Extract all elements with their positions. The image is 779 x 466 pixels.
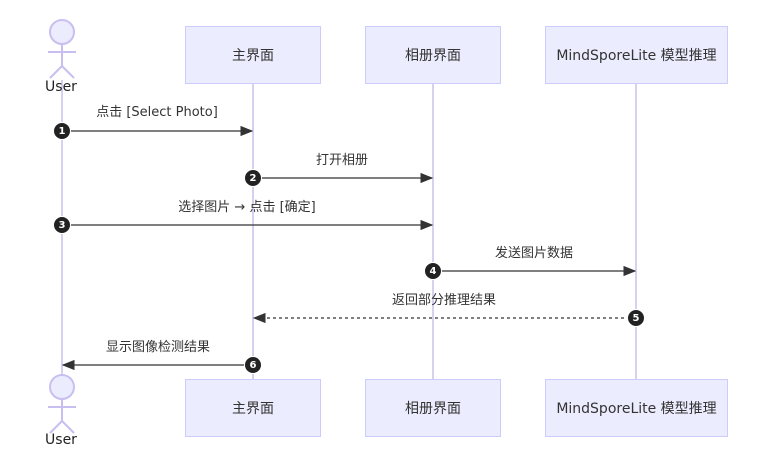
participant-model-top: MindSporeLite 模型推理 <box>545 26 728 84</box>
lifeline-model <box>635 84 637 380</box>
sequence-badge-1: 1 <box>53 122 71 140</box>
participant-album-bottom: 相册界面 <box>365 379 501 437</box>
sequence-badge-5: 5 <box>627 309 645 327</box>
message-6-label: 显示图像检测结果 <box>105 340 211 355</box>
sequence-badge-2: 2 <box>244 169 262 187</box>
user-actor-label-top: User <box>45 79 77 95</box>
sequence-badge-6: 6 <box>244 356 262 374</box>
user-actor-label-bottom: User <box>45 432 77 448</box>
user-actor-icon-top <box>48 19 76 79</box>
lifeline-main <box>252 84 254 380</box>
lifeline-album <box>432 84 434 380</box>
message-1-label: 点击 [Select Photo] <box>96 105 218 120</box>
participant-main-top: 主界面 <box>185 26 321 84</box>
participant-album-top: 相册界面 <box>365 26 501 84</box>
user-actor-icon-bottom <box>48 374 76 434</box>
message-3-label: 选择图片 → 点击 [确定] <box>178 200 316 215</box>
participant-main-bottom: 主界面 <box>185 379 321 437</box>
sequence-badge-3: 3 <box>53 216 71 234</box>
message-2-label: 打开相册 <box>315 153 369 168</box>
message-5-label: 返回部分推理结果 <box>391 293 497 308</box>
sequence-badge-4: 4 <box>424 262 442 280</box>
message-4-label: 发送图片数据 <box>494 246 574 261</box>
participant-model-bottom: MindSporeLite 模型推理 <box>545 379 728 437</box>
